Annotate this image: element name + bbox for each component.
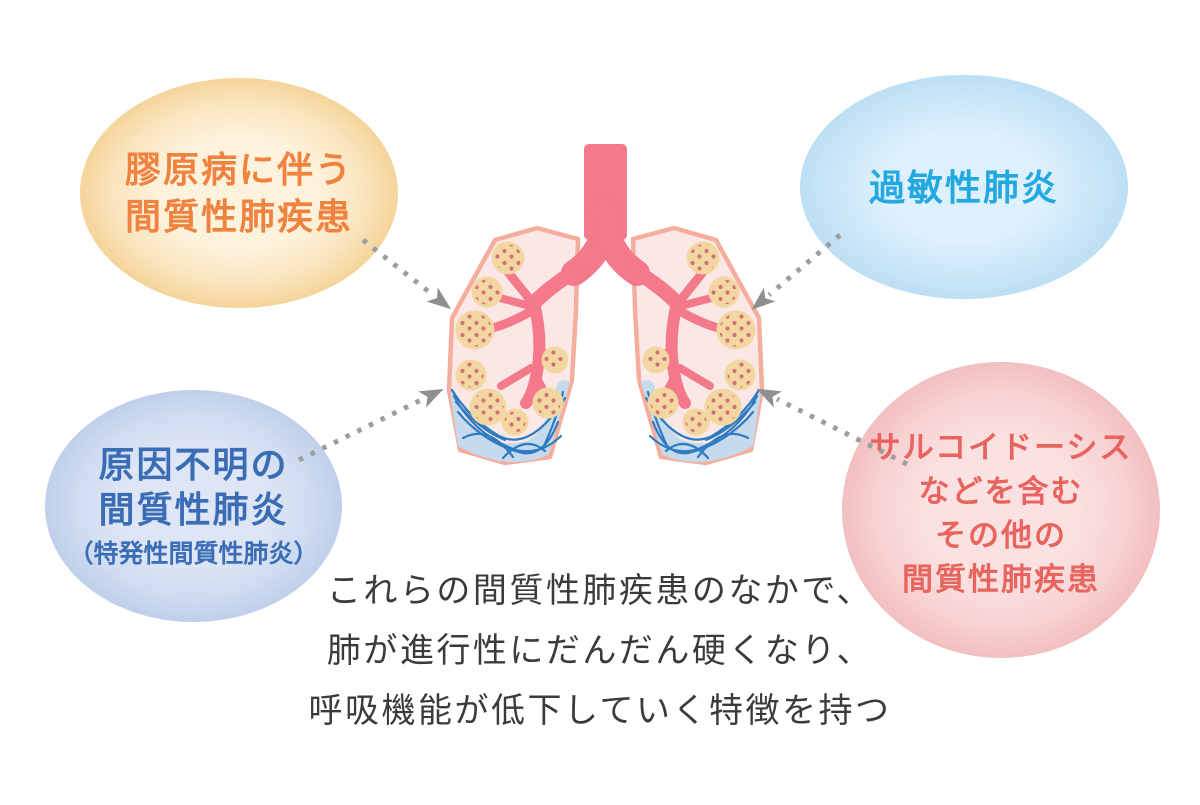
caption-line2: 肺が進行性にだんだん硬くなり、	[326, 632, 874, 670]
bubble-idiopathic-line1: 原因不明の	[98, 443, 289, 485]
bubble-other-line2: などを含む	[918, 474, 1084, 509]
bubble-idiopathic-line2: 間質性肺炎	[98, 488, 289, 530]
caption-line1: これらの間質性肺疾患のなかで、	[326, 572, 874, 610]
bubble-hypersensitivity-pneumonitis: 過敏性肺炎	[800, 75, 1128, 299]
bubble-idiopathic-subtitle: （特発性間質性肺炎）	[68, 539, 319, 568]
bubble-other-line1: サルコイドーシス	[869, 430, 1133, 465]
bubble-collagen-line2: 間質性肺疾患	[124, 196, 353, 237]
bubble-collagen-line1: 膠原病に伴う	[124, 149, 353, 190]
bubble-other-line3: その他の	[935, 518, 1067, 553]
bubble-sarcoidosis-other-ild: サルコイドーシス などを含む その他の 間質性肺疾患	[842, 362, 1160, 658]
right-lung	[605, 208, 762, 463]
lungs-illustration	[445, 144, 775, 500]
bubble-idiopathic-interstitial-pneumonia: 原因不明の 間質性肺炎 （特発性間質性肺炎）	[45, 390, 342, 622]
bubble-hypersensitivity-line1: 過敏性肺炎	[868, 166, 1059, 208]
left-lung	[449, 208, 606, 463]
caption-text: これらの間質性肺疾患のなかで、 肺が進行性にだんだん硬くなり、 呼吸機能が低下し…	[0, 561, 1200, 741]
bubble-other-line4: 間質性肺疾患	[902, 562, 1100, 597]
bubble-collagen-disease-ild: 膠原病に伴う 間質性肺疾患	[80, 78, 398, 308]
caption-line3: 呼吸機能が低下していく特徴を持つ	[308, 692, 892, 730]
